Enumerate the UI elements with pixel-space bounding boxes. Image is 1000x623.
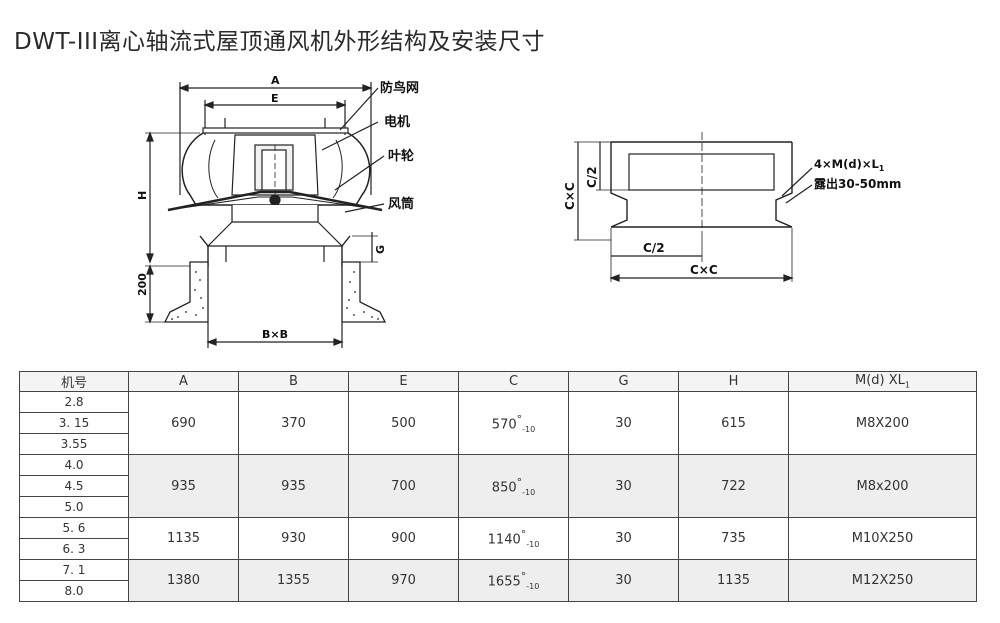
fan-elevation [145,82,387,348]
label-bolt-spec: 4×M(d)×L1 [814,157,885,173]
cell-a: 935 [128,454,239,518]
cell-bolt: M8x200 [788,454,977,518]
label-impeller: 叶轮 [388,148,414,164]
cell-a: 1135 [128,517,239,560]
cell-a: 1380 [128,559,239,602]
cell-bolt: M8X200 [788,391,977,455]
cell-b: 370 [238,391,349,455]
table-header-row: 机号 A B E C G H M(d) XL1 [19,371,977,392]
model-cell: 2.8 [19,391,129,413]
model-cell: 3.55 [19,433,129,455]
label-dim-a: A [271,74,280,87]
label-motor: 电机 [384,114,410,130]
header-b: B [238,371,349,392]
cell-g: 30 [568,559,679,602]
label-cxc-horizontal: C×C [690,263,718,277]
model-cell: 6. 3 [19,538,129,560]
table-row: 4.0 935 935 700 850°-10 30 722 M8x200 [19,454,977,518]
model-cell: 5. 6 [19,517,129,539]
cell-c: 570°-10 [458,391,569,455]
model-cell: 7. 1 [19,559,129,581]
cell-h: 722 [678,454,789,518]
cell-c: 850°-10 [458,454,569,518]
label-bird-net: 防鸟网 [380,80,419,96]
table-row: 7. 1 1380 1355 970 1655°-10 30 1135 M12X… [19,559,977,602]
header-h: H [678,371,789,392]
cell-h: 615 [678,391,789,455]
cell-e: 500 [348,391,459,455]
header-model: 机号 [19,371,129,392]
cell-bolt: M12X250 [788,559,977,602]
cell-bolt: M10X250 [788,517,977,560]
label-air-duct: 风筒 [388,196,414,212]
header-a: A [128,371,239,392]
label-c-half-vertical: C/2 [585,166,599,188]
model-cell: 4.0 [19,454,129,476]
table-row: 5. 6 1135 930 900 1140°-10 30 735 M10X25… [19,517,977,560]
table-row: 4.5 [19,475,977,497]
label-dim-h: H [136,191,149,200]
cell-h: 735 [678,517,789,560]
page-title: DWT-III离心轴流式屋顶通风机外形结构及安装尺寸 [14,29,546,55]
label-dim-200: 200 [136,273,149,296]
cell-c: 1655°-10 [458,559,569,602]
table-row: 8.0 [19,580,977,602]
header-bolt: M(d) XL1 [788,371,977,392]
label-c-half-horizontal: C/2 [643,241,665,255]
header-e: E [348,371,459,392]
cell-e: 970 [348,559,459,602]
model-cell: 4.5 [19,475,129,497]
header-c: C [458,371,569,392]
cell-c: 1140°-10 [458,517,569,560]
model-cell: 8.0 [19,580,129,602]
base-plan [574,132,813,282]
cell-a: 690 [128,391,239,455]
table-row: 3. 15 [19,412,977,434]
label-cxc-vertical: C×C [563,182,577,210]
cell-h: 1135 [678,559,789,602]
model-cell: 3. 15 [19,412,129,434]
table-row: 5.0 [19,496,977,518]
dimension-table: 机号 A B E C G H M(d) XL1 2.8 690 370 500 … [19,371,977,602]
label-dim-g: G [374,245,387,254]
cell-b: 1355 [238,559,349,602]
header-g: G [568,371,679,392]
cell-g: 30 [568,391,679,455]
cell-g: 30 [568,517,679,560]
model-cell: 5.0 [19,496,129,518]
cell-e: 900 [348,517,459,560]
cell-b: 935 [238,454,349,518]
label-expose: 露出30-50mm [814,176,901,191]
table-row: 2.8 690 370 500 570°-10 30 615 M8X200 [19,391,977,455]
cell-g: 30 [568,454,679,518]
cell-e: 700 [348,454,459,518]
technical-drawing: 防鸟网 电机 叶轮 风筒 A E H 200 G B×B [136,74,901,348]
cell-b: 930 [238,517,349,560]
label-dim-bxb: B×B [262,328,288,341]
label-dim-e: E [271,92,279,105]
